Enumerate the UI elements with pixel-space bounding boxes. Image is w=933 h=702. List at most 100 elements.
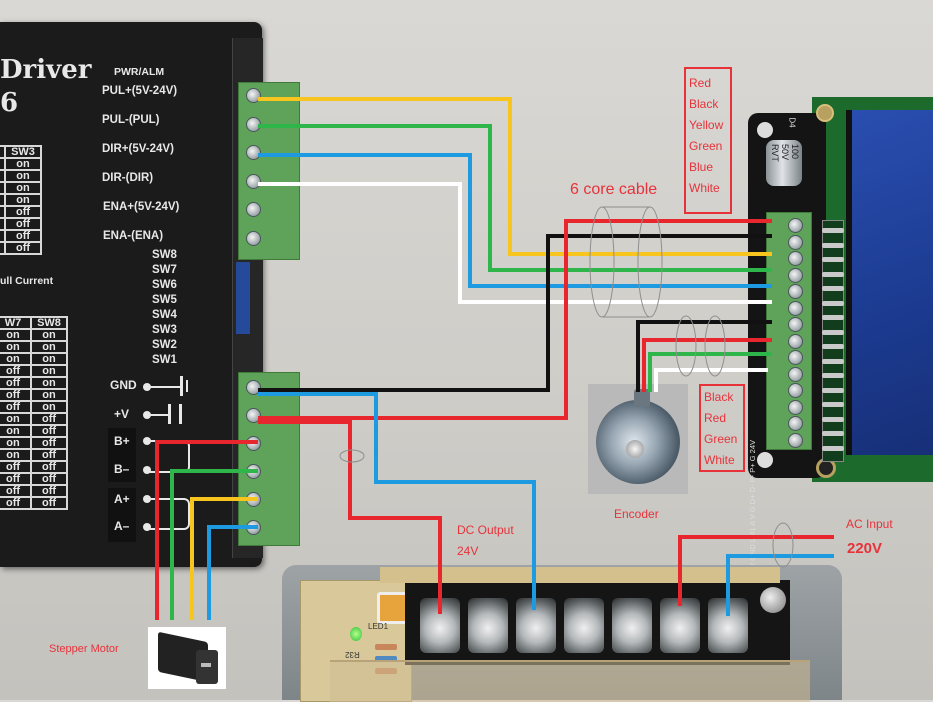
header-pin <box>822 329 844 335</box>
psu-terminal-screw[interactable] <box>708 598 748 653</box>
legend-color: Blue <box>689 160 714 174</box>
switch-label: SW3 <box>152 324 177 336</box>
terminal-screw[interactable] <box>788 300 803 316</box>
lcd-mounting-hole <box>816 104 834 122</box>
capacitor-text: 50V <box>780 144 790 161</box>
psu-terminal-screw[interactable] <box>420 598 460 653</box>
table-cell: off <box>4 229 42 243</box>
legend-color: Red <box>689 76 712 90</box>
terminal-screw[interactable] <box>246 88 261 103</box>
dip-switch[interactable] <box>236 262 250 334</box>
ground-screw <box>760 587 786 613</box>
terminal-screw[interactable] <box>246 492 261 507</box>
capacitor <box>766 140 802 186</box>
terminal-screw[interactable] <box>788 317 803 332</box>
label-a-minus: A– <box>114 519 130 533</box>
legend-color: Black <box>704 390 734 404</box>
terminal-dot <box>143 437 151 445</box>
terminal-screw[interactable] <box>788 218 803 233</box>
terminal-screw[interactable] <box>246 231 261 246</box>
terminal-screw[interactable] <box>246 116 261 132</box>
terminal-screw[interactable] <box>246 464 261 479</box>
stepper-motor-face <box>196 650 218 684</box>
table-footnote: ull Current <box>0 275 54 287</box>
power-led <box>350 627 362 641</box>
table-cell: off <box>4 217 42 231</box>
capacitor-symbol <box>150 414 170 416</box>
terminal-screw[interactable] <box>246 408 261 423</box>
terminal-screw[interactable] <box>246 436 261 451</box>
motor-label-bg <box>108 488 136 542</box>
cable-bundle-ring <box>704 315 726 377</box>
table-cell: off <box>30 424 68 438</box>
label-pwr-alm: PWR/ALM <box>114 66 165 78</box>
legend-color: Red <box>704 411 727 425</box>
table-cell: off <box>30 436 68 450</box>
ground-symbol-bar <box>180 376 183 396</box>
switch-label: SW5 <box>152 294 177 306</box>
cable-bundle-ring <box>772 522 794 568</box>
psu-terminal-screw[interactable] <box>612 598 652 653</box>
cable-bundle-ring <box>339 449 365 463</box>
header-pin <box>822 373 844 378</box>
terminal-screw[interactable] <box>788 284 803 299</box>
terminal-screw[interactable] <box>788 251 803 266</box>
legend-color: White <box>689 181 720 195</box>
switch-label: SW6 <box>152 279 177 291</box>
psu-terminal-screw[interactable] <box>468 598 508 653</box>
coil-symbol-b <box>150 440 190 473</box>
terminal-screw[interactable] <box>788 383 803 398</box>
label-dir-plus: DIR+(5V-24V) <box>102 143 174 155</box>
switch-label: SW8 <box>152 249 177 261</box>
table-cell: off <box>0 400 32 414</box>
header-pin <box>822 257 844 262</box>
table-cell: off <box>30 448 68 462</box>
gnd-terminal-dot <box>143 383 151 391</box>
table-cell: on <box>30 400 68 414</box>
terminal-screw[interactable] <box>788 366 803 382</box>
mounting-hole <box>757 122 773 138</box>
terminal-screw[interactable] <box>788 416 803 431</box>
terminal-screw[interactable] <box>788 350 803 365</box>
encoder-cable-gland <box>634 389 650 407</box>
header-pin <box>822 416 844 422</box>
terminal-screw[interactable] <box>246 173 261 189</box>
component-label: D4 <box>787 117 797 128</box>
cable-bundle-ring <box>589 206 615 318</box>
pcb-label-r32: R32 <box>345 650 360 659</box>
table-cell: on <box>30 376 68 390</box>
psu-terminal-screw[interactable] <box>660 598 700 653</box>
terminal-screw[interactable] <box>788 234 803 250</box>
psu-terminal-screw[interactable] <box>564 598 604 653</box>
header-pin <box>822 271 844 277</box>
cable-color-legend: Red Black Yellow Green Blue White <box>684 67 732 214</box>
terminal-screw[interactable] <box>788 432 803 448</box>
psu-terminal-screw[interactable] <box>516 598 556 653</box>
mounting-hole <box>757 452 773 468</box>
terminal-screw[interactable] <box>788 333 803 349</box>
terminal-screw[interactable] <box>788 267 803 283</box>
table-cell: off <box>0 496 32 510</box>
motor-label-bg <box>108 428 136 482</box>
capacitor-symbol-plates <box>168 404 182 424</box>
table-cell: off <box>30 484 68 498</box>
table-cell: on <box>4 169 42 183</box>
terminal-screw[interactable] <box>246 380 261 395</box>
lcd-header <box>822 220 844 462</box>
header-pin <box>822 228 844 233</box>
ground-symbol <box>150 386 180 388</box>
terminal-screw[interactable] <box>246 520 261 535</box>
terminal-screw[interactable] <box>788 399 803 415</box>
legend-color: Green <box>689 139 723 153</box>
terminal-dot <box>143 523 151 531</box>
switch-label: SW7 <box>152 264 177 276</box>
wire-red-v <box>258 219 772 420</box>
